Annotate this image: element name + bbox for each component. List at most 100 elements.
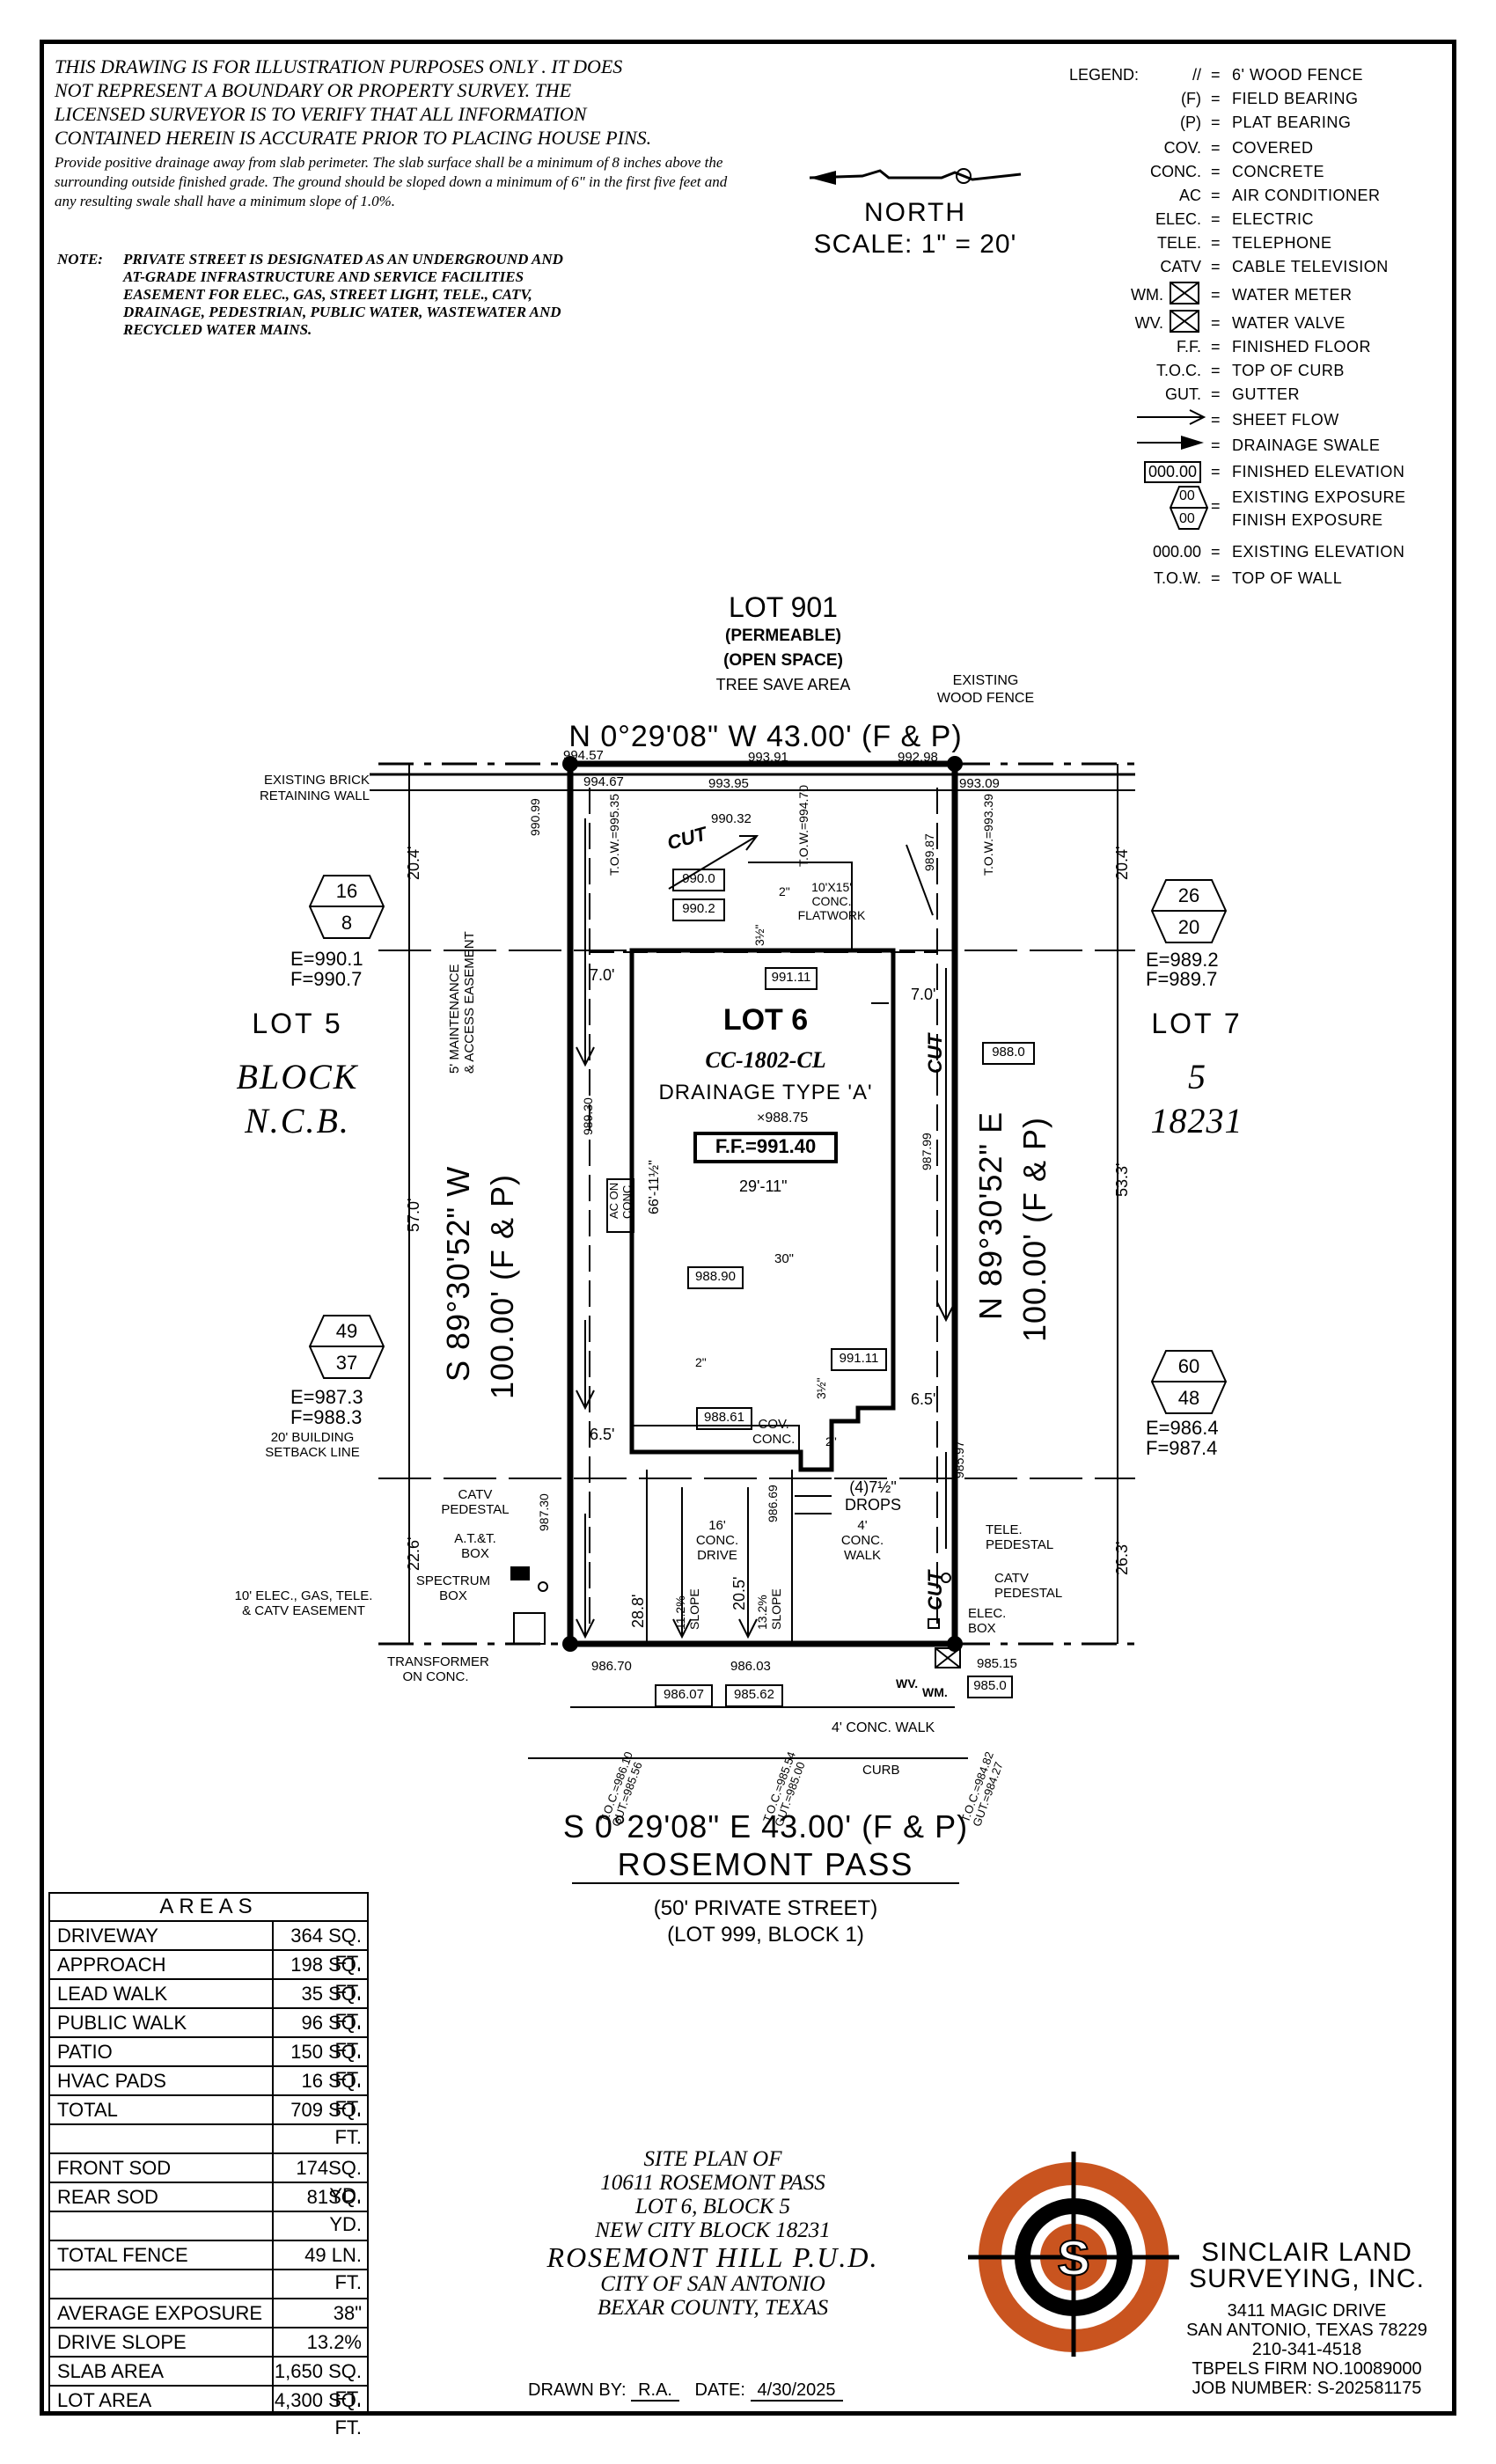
title-line: CITY OF SAN ANTONIO — [600, 2272, 825, 2296]
dim: 30" — [774, 1251, 795, 1266]
disclaimer-line: THIS DRAWING IS FOR ILLUSTRATION PURPOSE… — [55, 55, 623, 77]
dim: 7.0' — [911, 986, 936, 1003]
areas-value: 198 SQ. FT. — [272, 1951, 367, 2003]
drawn-by-label: DRAWN BY: — [528, 2380, 627, 2400]
legend-row: T.O.C.=TOP OF CURB — [1091, 362, 1461, 383]
legend-desc: EXISTING ELEVATION — [1232, 543, 1405, 561]
areas-key: REAR SOD — [57, 2186, 158, 2208]
drops-line: (4)7½" — [849, 1478, 897, 1496]
legend-equals: = — [1211, 114, 1221, 131]
ac-line: AC ON — [607, 1182, 620, 1219]
catv-line: PEDESTAL — [441, 1502, 510, 1517]
company-name: SINCLAIR LAND — [1201, 2238, 1412, 2267]
elev: 989.30 — [581, 1097, 595, 1135]
street-lot: (LOT 999, BLOCK 1) — [667, 1923, 864, 1947]
legend-desc: WATER METER — [1232, 286, 1353, 304]
cut-label: CUT — [924, 1033, 946, 1074]
cut-label: CUT — [924, 1570, 946, 1610]
lot6-plan: CC-1802-CL — [705, 1047, 826, 1073]
company-logo-icon: S — [968, 2152, 1179, 2357]
easement-line: 5' MAINTENANCE — [447, 964, 462, 1074]
house-footprint — [629, 948, 896, 1472]
company-name: SURVEYING, INC. — [1189, 2264, 1425, 2293]
areas-key: HVAC PADS — [57, 2070, 166, 2092]
cov-line: CONC. — [752, 1432, 796, 1447]
dim: 20.4' — [405, 846, 422, 880]
tele-line: TELE. — [986, 1522, 1023, 1537]
legend-desc: TOP OF CURB — [1232, 362, 1345, 379]
legend-desc: FINISHED FLOOR — [1232, 338, 1372, 356]
dim: 3½" — [814, 1377, 828, 1399]
tow-label: T.O.W.=993.39 — [981, 794, 995, 876]
elev: 993.95 — [708, 776, 749, 791]
disclaimer-line: CONTAINED HEREIN IS ACCURATE PRIOR TO PL… — [55, 127, 652, 149]
legend-row: =DRAINAGE SWALE — [1091, 436, 1461, 458]
hex-e: E=990.1 — [290, 948, 363, 970]
wv-label: WV. — [896, 1676, 919, 1690]
maintenance-easement: 5' MAINTENANCE& ACCESS EASEMENT — [447, 931, 477, 1074]
legend-symbol: WV. — [1134, 314, 1163, 332]
drops-line: DROPS — [845, 1496, 902, 1514]
att-line: BOX — [461, 1546, 489, 1561]
curb-label: CURB — [862, 1763, 900, 1778]
subdivision-name: ROSEMONT HILL P.U.D. — [546, 2241, 879, 2273]
legend-equals: = — [1211, 385, 1221, 403]
areas-value: 38" — [272, 2299, 367, 2327]
legend-equals: = — [1211, 258, 1221, 275]
elev-box: 986.07 — [664, 1687, 704, 1702]
drive-line: 16' — [708, 1518, 726, 1533]
note-label: NOTE: — [57, 251, 103, 268]
legend-equals: = — [1211, 411, 1221, 429]
hex-top: 16 — [335, 880, 358, 902]
legend-equals: = — [1211, 436, 1221, 454]
flatwork-line: 10'X15' — [811, 880, 852, 894]
areas-key: FRONT SOD — [57, 2157, 172, 2179]
elev: 990.99 — [528, 798, 542, 836]
legend-symbol: 000.00 — [1152, 543, 1201, 561]
spectrum-line: SPECTRUM — [415, 1573, 491, 1588]
sheet-flow-icon — [1137, 409, 1206, 425]
slope-label: 11.2%SLOPE — [673, 1588, 701, 1630]
elev-box: 988.0 — [992, 1045, 1025, 1060]
dim: 7.0' — [590, 966, 615, 984]
hex-f: F=989.7 — [1146, 968, 1218, 990]
setback-line: 20' BUILDING — [270, 1430, 355, 1445]
dim: 53.3' — [1113, 1162, 1131, 1197]
easement-line: 10' ELEC., GAS, TELE. — [234, 1588, 373, 1603]
catv-line: CATV — [458, 1487, 493, 1502]
legend-symbol: T.O.C. — [1155, 362, 1201, 379]
west-distance: 100.00' (F & P) — [484, 1174, 520, 1399]
legend-desc: ELECTRIC — [1232, 210, 1315, 228]
dim: 6.5' — [590, 1426, 615, 1443]
legend-equals: = — [1211, 497, 1221, 515]
drops-label: (4)7½"DROPS — [845, 1478, 901, 1514]
elev: 986.03 — [730, 1659, 771, 1674]
title-line: BEXAR COUNTY, TEXAS — [597, 2296, 829, 2320]
slope-line: 11.2% — [673, 1595, 687, 1630]
disclaimer-line: NOT REPRESENT A BOUNDARY OR PROPERTY SUR… — [55, 79, 572, 101]
elev: 994.67 — [583, 774, 624, 789]
finished-floor: F.F.=991.40 — [715, 1135, 817, 1157]
legend-desc: 6' WOOD FENCE — [1232, 66, 1363, 84]
spot-elev: ×988.75 — [757, 1111, 809, 1126]
north-bearing: N 0°29'08" W 43.00' (F & P) — [568, 720, 963, 753]
ac-line: CONC. — [620, 1182, 634, 1219]
legend-symbol: (F) — [1181, 90, 1201, 107]
legend-equals: = — [1211, 463, 1221, 480]
legend-desc: WATER VALVE — [1232, 314, 1346, 332]
disclaimer-line: LICENSED SURVEYOR IS TO VERIFY THAT ALL … — [55, 103, 587, 125]
legend-desc: TELEPHONE — [1232, 234, 1332, 252]
elev: 993.91 — [748, 750, 788, 765]
brick-wall-line: RETAINING WALL — [259, 788, 370, 803]
lot901-name: LOT 901 — [729, 591, 838, 623]
lot6-drainage: DRAINAGE TYPE 'A' — [658, 1081, 873, 1104]
legend-row: ELEC.=ELECTRIC — [1091, 210, 1461, 231]
catv-line: CATV — [994, 1571, 1029, 1586]
att-line: A.T.&T. — [454, 1531, 496, 1546]
